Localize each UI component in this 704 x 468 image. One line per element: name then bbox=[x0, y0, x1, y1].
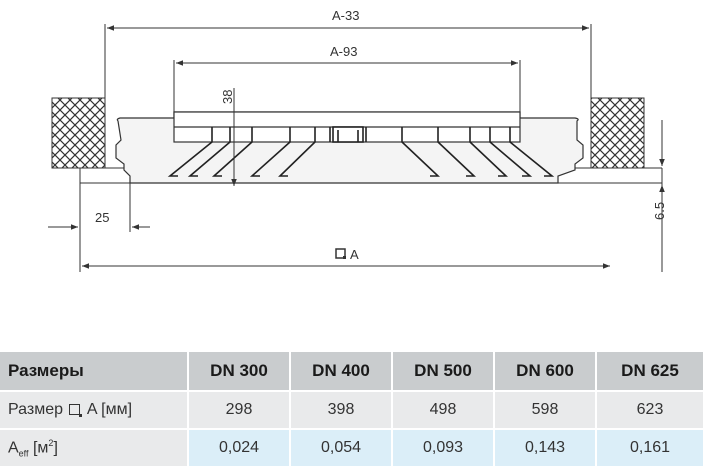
table-row: Размер A [мм] 298 398 498 598 623 bbox=[0, 391, 704, 430]
cell-size-dn600: 598 bbox=[494, 391, 597, 430]
center-cone bbox=[332, 126, 364, 143]
header-sizes-label: Размеры bbox=[0, 352, 189, 392]
dim-a93-label: A-93 bbox=[330, 44, 357, 59]
header-dn300: DN 300 bbox=[188, 352, 291, 392]
dim-38-label: 38 bbox=[220, 90, 235, 104]
table-row: Aeff [м2] 0,024 0,054 0,093 0,143 0,161 bbox=[0, 429, 704, 468]
row-aeff-label: Aeff [м2] bbox=[0, 429, 189, 468]
sizes-table: Размеры DN 300 DN 400 DN 500 DN 600 DN 6… bbox=[0, 352, 704, 468]
header-dn625: DN 625 bbox=[596, 352, 704, 392]
cell-aeff-dn600: 0,143 bbox=[494, 429, 597, 468]
dim-a-label: A bbox=[335, 247, 359, 262]
header-dn600: DN 600 bbox=[494, 352, 597, 392]
cell-size-dn400: 398 bbox=[290, 391, 393, 430]
cell-size-dn500: 498 bbox=[392, 391, 495, 430]
dim-25-label: 25 bbox=[95, 210, 109, 225]
vanes-right bbox=[365, 127, 555, 177]
wall-left bbox=[51, 97, 106, 169]
wall-right bbox=[590, 97, 645, 169]
dim-65-label: 6.5 bbox=[652, 202, 667, 220]
vanes-left bbox=[167, 127, 331, 177]
cell-size-dn625: 623 bbox=[596, 391, 704, 430]
header-dn500: DN 500 bbox=[392, 352, 495, 392]
dim-a33-label: A-33 bbox=[332, 8, 359, 23]
svg-text:A: A bbox=[350, 247, 359, 262]
cell-aeff-dn625: 0,161 bbox=[596, 429, 704, 468]
cell-size-dn300: 298 bbox=[188, 391, 291, 430]
cell-aeff-dn300: 0,024 bbox=[188, 429, 291, 468]
cell-aeff-dn400: 0,054 bbox=[290, 429, 393, 468]
header-dn400: DN 400 bbox=[290, 352, 393, 392]
cell-aeff-dn500: 0,093 bbox=[392, 429, 495, 468]
table-header-row: Размеры DN 300 DN 400 DN 500 DN 600 DN 6… bbox=[0, 352, 704, 392]
diffuser-section-drawing: A-33 A-93 38 25 6.5 A bbox=[48, 8, 667, 272]
dimension-lines bbox=[48, 24, 665, 272]
square-symbol-icon bbox=[69, 404, 83, 417]
row-size-label: Размер A [мм] bbox=[0, 391, 189, 430]
